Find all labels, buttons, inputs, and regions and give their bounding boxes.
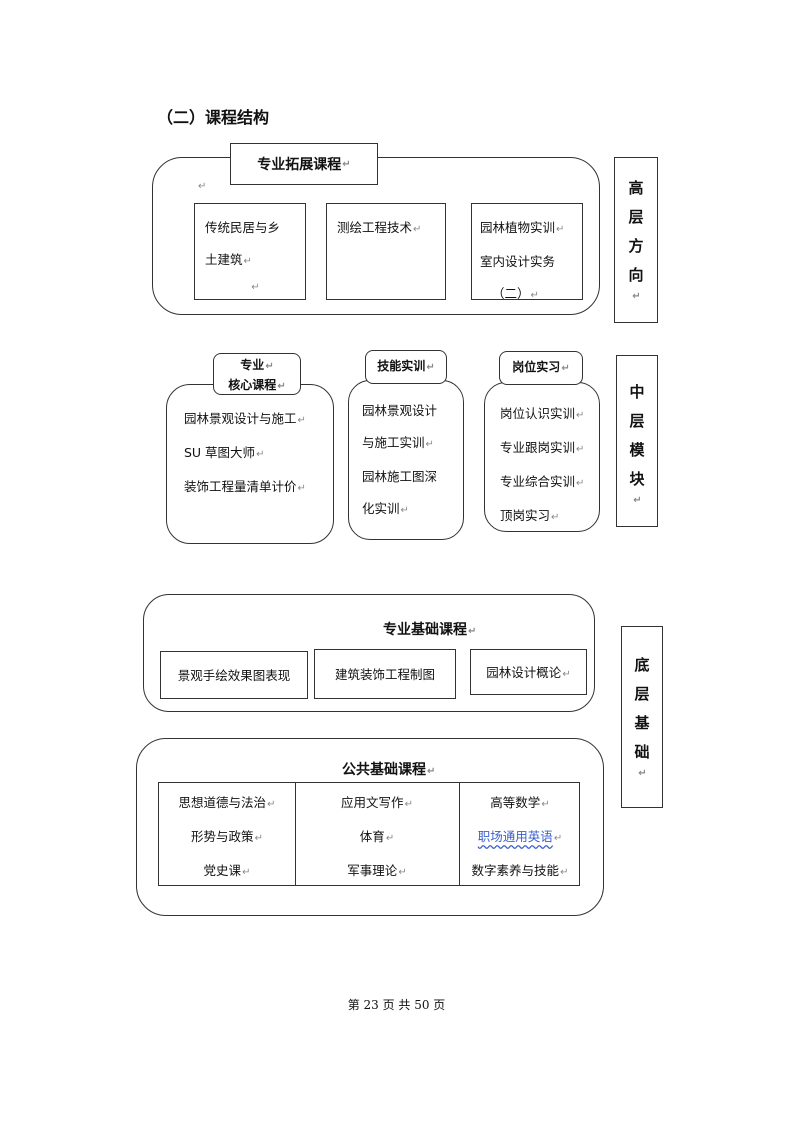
foundation-item-drawing: 建筑装饰工程制图: [314, 649, 456, 699]
public-courses-table: 思想道德与法治↵ 形势与政策↵ 党史课↵ 应用文写作↵ 体育↵ 军事理论↵ 高等…: [158, 782, 580, 886]
course-line: SU 草图大师: [184, 445, 256, 460]
course-line: 形势与政策: [191, 829, 254, 844]
course-line: 与施工实训: [362, 435, 425, 450]
course-line: 装饰工程量清单计价: [184, 479, 297, 494]
side-label-middle: 中 层 模 块 ↵: [616, 355, 658, 527]
side-char: 层: [629, 412, 645, 430]
course-line: 职场通用英语: [477, 829, 553, 844]
course-line: 岗位认识实训: [500, 406, 576, 421]
course-line: 专业跟岗实训: [500, 440, 576, 455]
course-line: 建筑装饰工程制图: [334, 667, 435, 682]
course-line: 专业综合实训: [500, 474, 576, 489]
title-text: 公共基础课程: [342, 762, 426, 778]
tab-line: 技能实训: [377, 359, 426, 373]
public-courses-title: 公共基础课程↵: [342, 762, 436, 778]
side-char: 层: [628, 208, 644, 226]
tab-line: 专业: [240, 358, 265, 372]
extension-courses-title: 专业拓展课程: [257, 157, 342, 173]
course-line: 园林施工图深: [362, 469, 438, 484]
course-line: 测绘工程技术: [337, 220, 413, 235]
core-courses-tab: 专业↵ 核心课程↵: [213, 353, 301, 395]
extension-courses-tab: 专业拓展课程↵: [230, 143, 378, 185]
side-char: 高: [628, 179, 644, 197]
side-char: 中: [629, 383, 645, 401]
course-line: 应用文写作: [341, 795, 404, 810]
side-char: 础: [634, 743, 650, 761]
tab-line: 岗位实习: [512, 360, 561, 374]
public-col-politics: 思想道德与法治↵ 形势与政策↵ 党史课↵: [178, 795, 276, 878]
course-line: 军事理论: [347, 863, 398, 878]
side-char: 方: [628, 237, 644, 255]
tab-line: 核心课程: [228, 378, 277, 392]
course-line: 思想道德与法治: [178, 795, 267, 810]
skill-training-tab: 技能实训↵: [365, 350, 447, 384]
course-line: 景观手绘效果图表现: [177, 668, 291, 683]
core-courses-list: 园林景观设计与施工↵ SU 草图大师↵ 装饰工程量清单计价↵: [184, 411, 306, 494]
side-label-bottom: 底 层 基 础 ↵: [621, 626, 663, 808]
post-internship-tab: 岗位实习↵: [499, 351, 583, 385]
page-footer: 第 23 页 共 50 页: [347, 998, 446, 1012]
side-char: 块: [629, 470, 645, 488]
foundation-courses-title: 专业基础课程↵: [383, 622, 477, 638]
course-line: （二）: [492, 286, 530, 301]
course-line: 园林景观设计与施工: [184, 411, 297, 426]
course-line: 顶岗实习: [500, 508, 551, 523]
foundation-item-sketch: 景观手绘效果图表现: [160, 651, 308, 699]
side-char: 底: [634, 656, 650, 674]
course-line: 传统民居与乡: [205, 220, 281, 235]
return-mark: ↵: [198, 181, 207, 192]
public-col-math-english: 高等数学↵ 职场通用英语↵ 数字素养与技能↵: [471, 795, 569, 878]
course-line: 体育: [359, 829, 385, 844]
foundation-item-design: 园林设计概论↵: [470, 649, 587, 695]
course-line: 化实训: [362, 501, 400, 516]
course-line: 园林景观设计: [362, 403, 438, 418]
extension-box-plants-interior: 园林植物实训↵ 室内设计实务 （二）↵: [471, 203, 583, 301]
side-char: 模: [629, 441, 645, 459]
title-text: 专业基础课程: [383, 622, 467, 638]
side-label-high: 高 层 方 向 ↵: [614, 157, 658, 323]
public-col-general: 应用文写作↵ 体育↵ 军事理论↵: [341, 795, 413, 878]
skill-training-frame: [348, 380, 464, 540]
post-internship-list: 岗位认识实训↵ 专业跟岗实训↵ 专业综合实训↵ 顶岗实习↵: [500, 406, 585, 523]
course-line: 党史课: [203, 863, 242, 878]
course-line: 数字素养与技能: [471, 863, 560, 878]
course-line: 高等数学: [490, 795, 541, 810]
extension-box-surveying: 测绘工程技术↵: [326, 203, 446, 300]
course-line: 土建筑: [205, 252, 243, 267]
skill-training-list: 园林景观设计 与施工实训↵ 园林施工图深 化实训↵: [362, 403, 438, 516]
extension-box-traditional: 传统民居与乡 土建筑↵ ↵: [194, 203, 306, 300]
core-courses-frame: [166, 384, 334, 544]
post-internship-frame: [484, 382, 600, 532]
side-char: 向: [628, 266, 644, 284]
course-line: 园林设计概论: [486, 665, 562, 680]
course-line: 园林植物实训: [480, 220, 556, 235]
course-line: 室内设计实务: [480, 254, 556, 269]
section-heading: （二）课程结构: [157, 108, 270, 127]
side-char: 层: [634, 685, 650, 703]
side-char: 基: [634, 714, 650, 732]
